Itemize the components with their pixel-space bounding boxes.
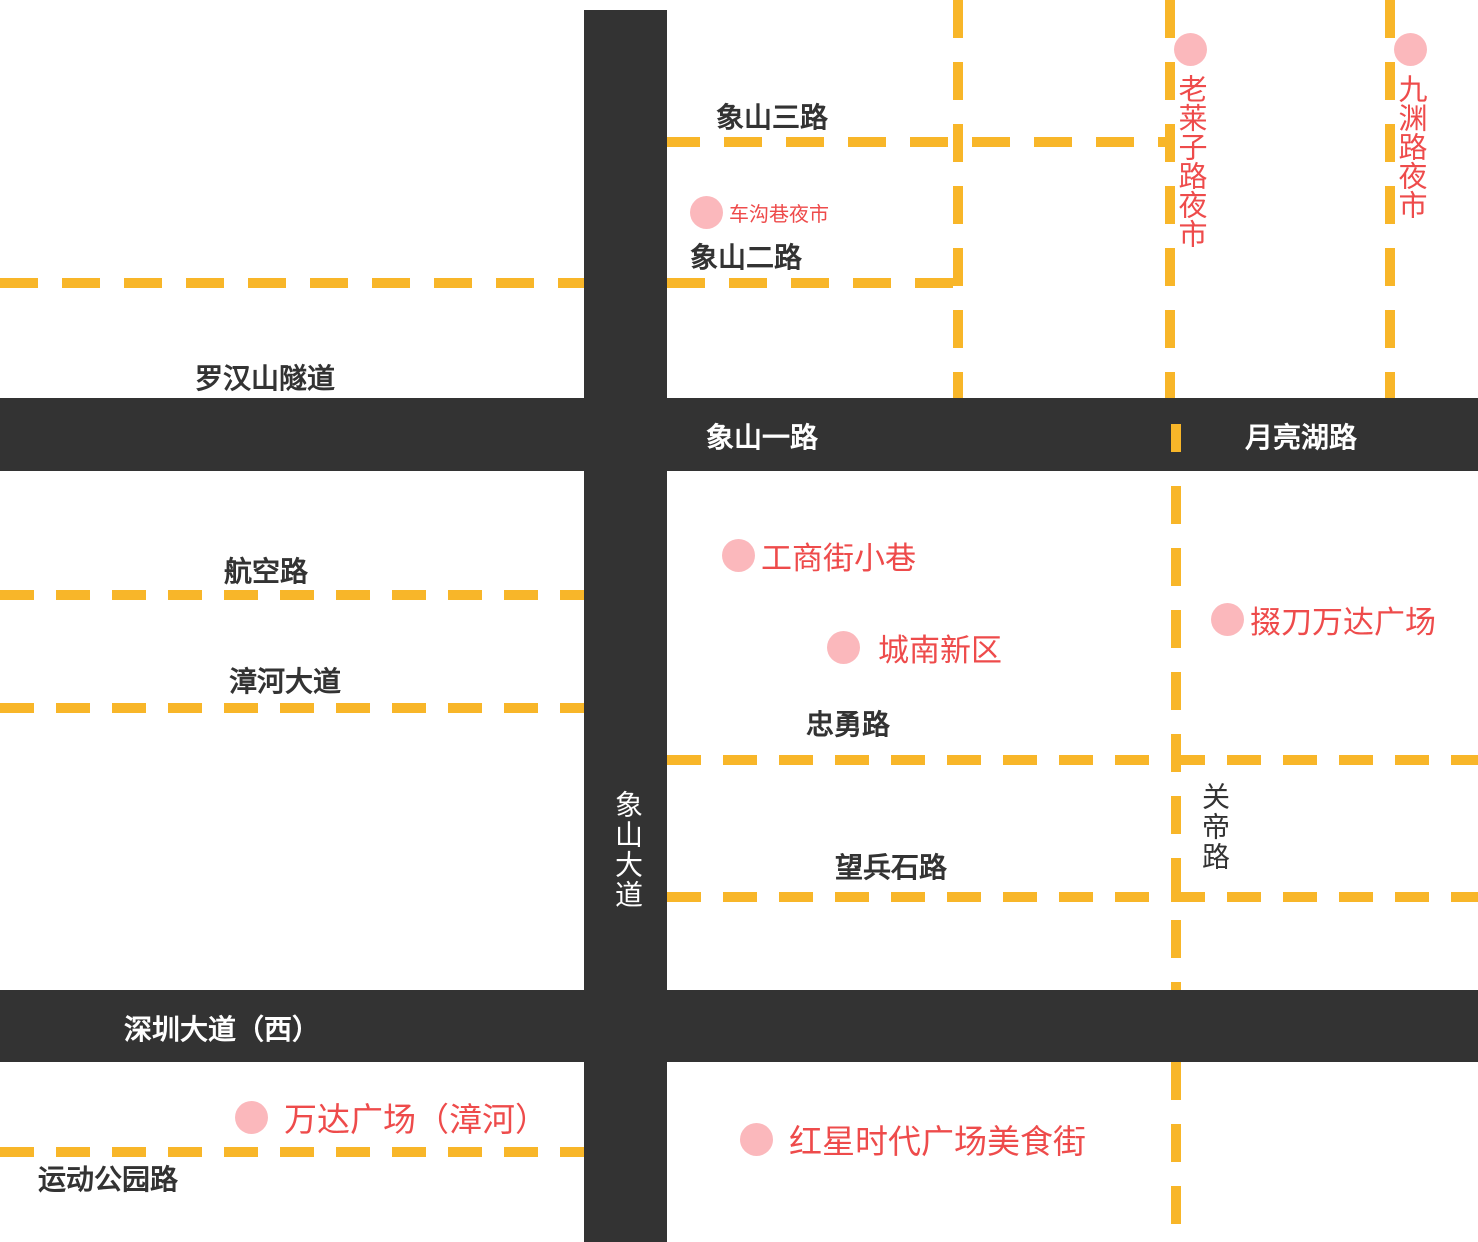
poi-label: 城南新区 — [878, 633, 1002, 669]
poi-marker-icon — [722, 539, 755, 572]
poi-marker-icon — [1211, 603, 1244, 636]
poi-label: 万达广场（漳河） — [284, 1100, 548, 1139]
road-label-hangkong: 航空路 — [224, 555, 309, 588]
road-label-xiangshan-avenue: 象山大道 — [611, 790, 644, 910]
road-label-luohanshan-tunnel: 罗汉山隧道 — [195, 362, 336, 395]
poi-marker-icon — [827, 631, 860, 664]
poi-label: 掇刀万达广场 — [1250, 605, 1436, 641]
road-label-wangbingshi: 望兵石路 — [835, 851, 948, 884]
road-label-yueliang-lake: 月亮湖路 — [1245, 421, 1358, 454]
road-xiangshan-avenue — [584, 10, 667, 1242]
poi-marker-icon — [1394, 33, 1427, 66]
poi-chengnan[interactable]: 城南新区 — [827, 625, 1002, 670]
poi-label: 红星时代广场美食街 — [789, 1122, 1086, 1161]
poi-marker-icon — [235, 1100, 268, 1134]
road-label-xiangshan-3: 象山三路 — [716, 101, 829, 134]
poi-chegouxiang[interactable]: 车沟巷夜市 — [690, 196, 829, 229]
poi-wanda-zhanghe[interactable]: 万达广场（漳河） — [235, 1093, 548, 1141]
poi-marker-icon — [1174, 33, 1207, 66]
road-label-guandi: 关帝路 — [1198, 782, 1231, 872]
poi-label: 车沟巷夜市 — [729, 202, 829, 226]
road-label-xiangshan-1: 象山一路 — [706, 421, 819, 454]
poi-label: 工商街小巷 — [761, 541, 916, 577]
road-xiangshan-1 — [0, 398, 1478, 471]
road-label-sports-park: 运动公园路 — [38, 1163, 179, 1196]
poi-gongshangjie[interactable]: 工商街小巷 — [722, 533, 916, 578]
poi-marker-icon — [690, 196, 723, 229]
road-label-zhanghe-avenue: 漳河大道 — [229, 665, 342, 698]
road-label-xiangshan-2: 象山二路 — [690, 241, 803, 274]
road-shenzhen-avenue-west — [0, 990, 1478, 1062]
poi-jiuyuan[interactable]: 九渊路夜市 — [1394, 33, 1428, 219]
poi-laolaizi[interactable]: 老莱子路夜市 — [1174, 33, 1208, 248]
road-label-shenzhen-avenue-west: 深圳大道（西） — [124, 1013, 321, 1046]
poi-hongxing[interactable]: 红星时代广场美食街 — [740, 1115, 1086, 1163]
poi-duodao-wanda[interactable]: 掇刀万达广场 — [1211, 597, 1436, 642]
poi-label: 老莱子路夜市 — [1174, 74, 1208, 248]
poi-marker-icon — [740, 1122, 773, 1156]
poi-label: 九渊路夜市 — [1394, 74, 1428, 219]
road-label-zhongyong: 忠勇路 — [806, 708, 891, 741]
